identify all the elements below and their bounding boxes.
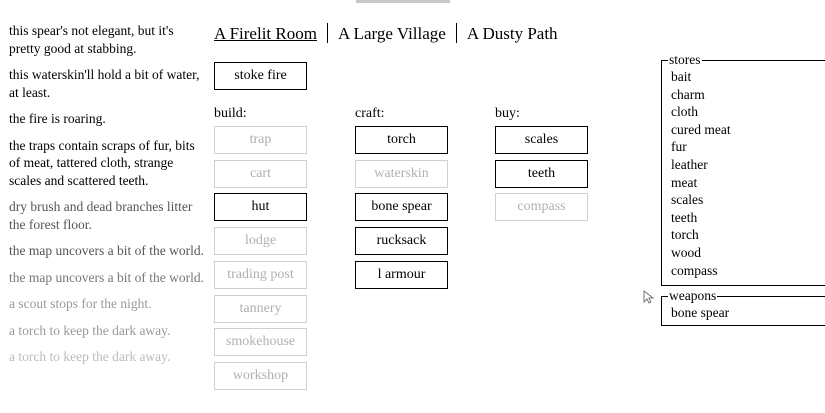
log-entry: a torch to keep the dark away.	[9, 349, 171, 364]
buy-teeth-button[interactable]: teeth	[495, 159, 588, 188]
tab-firelit-room[interactable]: A Firelit Room	[214, 24, 317, 43]
stores-item: wood	[671, 244, 701, 260]
stores-item: scales	[671, 192, 704, 208]
location-header: A Firelit Room A Large Village A Dusty Pat…	[214, 23, 558, 45]
stores-item: meat	[671, 174, 698, 190]
buy-title: buy:	[495, 106, 520, 121]
weapons-panel: weapons bone spear	[661, 287, 825, 326]
build-lodge-button: lodge	[214, 227, 307, 256]
build-title: build:	[214, 106, 247, 121]
header-divider	[455, 23, 457, 43]
log-entry: dry brush and dead branches litter the f…	[9, 199, 193, 232]
craft-l-armour-button[interactable]: l armour	[355, 260, 448, 289]
tab-large-village[interactable]: A Large Village	[337, 24, 446, 43]
header-divider	[326, 23, 328, 43]
craft-waterskin-button: waterskin	[355, 159, 448, 188]
buy-compass-button: compass	[495, 193, 588, 222]
weapons-list: bone spear	[662, 297, 825, 322]
tab-dusty-path[interactable]: A Dusty Path	[466, 24, 558, 43]
stores-item: compass	[671, 262, 718, 278]
top-scroll-indicator	[356, 0, 450, 3]
log-entry: the traps contain scraps of fur, bits of…	[9, 137, 195, 188]
build-trading-post-button: trading post	[214, 260, 307, 289]
build-smokehouse-button: smokehouse	[214, 328, 307, 357]
weapons-item: bone spear	[671, 305, 730, 320]
build-tannery-button: tannery	[214, 294, 307, 323]
stores-item: cured meat	[671, 121, 731, 137]
build-cart-button: cart	[214, 159, 307, 188]
craft-torch-button[interactable]: torch	[355, 126, 448, 154]
stores-title: stores	[668, 51, 702, 69]
stores-item: leather	[671, 156, 708, 172]
stoke-fire-button[interactable]: stoke fire	[214, 62, 307, 90]
stores-item: bait	[671, 69, 692, 84]
log-entry: a scout stops for the night.	[9, 296, 152, 311]
log-entry: the map uncovers a bit of the world.	[9, 243, 204, 258]
log-entry: the map uncovers a bit of the world.	[9, 269, 204, 285]
stores-item: cloth	[671, 104, 698, 120]
weapons-title: weapons	[668, 287, 718, 305]
craft-rucksack-button[interactable]: rucksack	[355, 227, 448, 256]
build-workshop-button: workshop	[214, 361, 307, 390]
log-entry: this waterskin'll hold a bit of water, a…	[9, 67, 200, 100]
stores-item: teeth	[671, 209, 698, 225]
event-log: this spear's not elegant, but it's prett…	[9, 22, 204, 413]
log-entry: this spear's not elegant, but it's prett…	[9, 23, 174, 56]
mouse-cursor-icon	[643, 290, 654, 304]
stores-item: torch	[671, 227, 699, 243]
buy-scales-button[interactable]: scales	[495, 126, 588, 154]
stores-item: charm	[671, 86, 705, 102]
build-hut-button[interactable]: hut	[214, 193, 307, 222]
log-entry: a torch to keep the dark away.	[9, 322, 171, 338]
build-trap-button: trap	[214, 126, 307, 154]
craft-bone-spear-button[interactable]: bone spear	[355, 193, 448, 222]
craft-title: craft:	[355, 106, 385, 121]
stores-item: fur	[671, 139, 687, 155]
log-entry: the fire is roaring.	[9, 111, 106, 126]
